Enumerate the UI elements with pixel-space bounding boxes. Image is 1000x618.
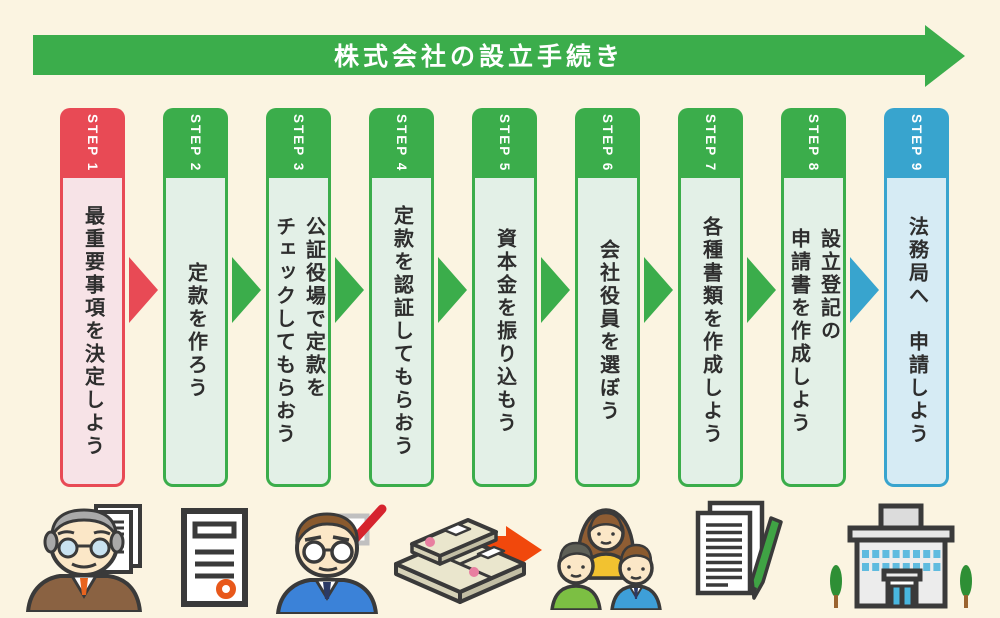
step-1-header: STEP 1 xyxy=(60,108,125,178)
step-8-body: 設立登記の 申請書を作成しよう xyxy=(781,178,846,487)
step-7-header: STEP 7 xyxy=(678,108,743,178)
step-9-body: 法務局へ 申請しよう xyxy=(884,178,949,487)
flow-arrow-5-icon xyxy=(541,257,570,323)
step-column-3: STEP 3 公証役場で定款を チェックしてもらおう xyxy=(266,108,331,487)
step-8-header: STEP 8 xyxy=(781,108,846,178)
step-8-label: STEP 8 xyxy=(806,113,821,173)
flow-arrow-4-icon xyxy=(438,257,467,323)
step-column-6: STEP 6 会社役員を選ぼう xyxy=(575,108,640,487)
step-5-header: STEP 5 xyxy=(472,108,537,178)
step-5-body: 資本金を振り込もう xyxy=(472,178,537,487)
step-9-header: STEP 9 xyxy=(884,108,949,178)
capital-money-transfer-icon xyxy=(382,502,550,613)
step-7-body: 各種書類を作成しよう xyxy=(678,178,743,487)
legal-affairs-bureau-building-icon xyxy=(826,500,976,618)
step-2-label: STEP 2 xyxy=(188,113,203,173)
step-9-text: 法務局へ 申請しよう xyxy=(905,216,928,446)
step-5-text: 資本金を振り込もう xyxy=(493,227,516,435)
step-column-9: STEP 9 法務局へ 申請しよう xyxy=(884,108,949,487)
articles-document-with-seal-icon xyxy=(179,507,251,614)
step-6-body: 会社役員を選ぼう xyxy=(575,178,640,487)
step-4-label: STEP 4 xyxy=(394,113,409,173)
step-3-label: STEP 3 xyxy=(291,113,306,173)
step-9-label: STEP 9 xyxy=(909,113,924,173)
flow-arrow-2-icon xyxy=(232,257,261,323)
step-6-label: STEP 6 xyxy=(600,113,615,173)
step-column-2: STEP 2 定款を作ろう xyxy=(163,108,228,487)
businessman-with-checkmark-icon xyxy=(270,498,390,618)
flow-arrow-6-icon xyxy=(644,257,673,323)
flow-arrow-1-icon xyxy=(129,257,158,323)
step-2-header: STEP 2 xyxy=(163,108,228,178)
step-6-header: STEP 6 xyxy=(575,108,640,178)
step-column-8: STEP 8 設立登記の 申請書を作成しよう xyxy=(781,108,846,487)
flow-arrow-3-icon xyxy=(335,257,364,323)
page-title: 株式会社の設立手続き xyxy=(333,43,624,71)
step-column-7: STEP 7 各種書類を作成しよう xyxy=(678,108,743,487)
title-banner: 株式会社の設立手続き xyxy=(33,35,925,75)
step-4-text: 定款を認証してもらおう xyxy=(390,204,413,458)
step-4-body: 定款を認証してもらおう xyxy=(369,178,434,487)
step-column-5: STEP 5 資本金を振り込もう xyxy=(472,108,537,487)
steps-row: STEP 1 最重要事項を決定しよう STEP 2 定款を作ろう STEP 3 … xyxy=(60,108,949,487)
step-3-text: 公証役場で定款を チェックしてもらおう xyxy=(272,216,325,446)
step-1-body: 最重要事項を決定しよう xyxy=(60,178,125,487)
step-column-1: STEP 1 最重要事項を決定しよう xyxy=(60,108,125,487)
step-2-text: 定款を作ろう xyxy=(184,262,207,400)
step-6-text: 会社役員を選ぼう xyxy=(596,239,619,423)
elderly-man-with-documents-icon xyxy=(16,500,158,617)
title-banner-arrowhead-icon xyxy=(925,25,965,87)
step-5-label: STEP 5 xyxy=(497,113,512,173)
step-4-header: STEP 4 xyxy=(369,108,434,178)
step-2-body: 定款を作ろう xyxy=(163,178,228,487)
step-3-body: 公証役場で定款を チェックしてもらおう xyxy=(266,178,331,487)
step-1-text: 最重要事項を決定しよう xyxy=(81,204,104,458)
step-7-label: STEP 7 xyxy=(703,113,718,173)
documents-with-pen-icon xyxy=(688,498,788,618)
flow-arrow-8-icon xyxy=(850,257,879,323)
step-column-4: STEP 4 定款を認証してもらおう xyxy=(369,108,434,487)
step-1-label: STEP 1 xyxy=(85,113,100,173)
flow-arrow-7-icon xyxy=(747,257,776,323)
company-officers-group-icon xyxy=(548,498,664,615)
step-8-text: 設立登記の 申請書を作成しよう xyxy=(787,227,840,435)
step-3-header: STEP 3 xyxy=(266,108,331,178)
step-7-text: 各種書類を作成しよう xyxy=(699,216,722,446)
